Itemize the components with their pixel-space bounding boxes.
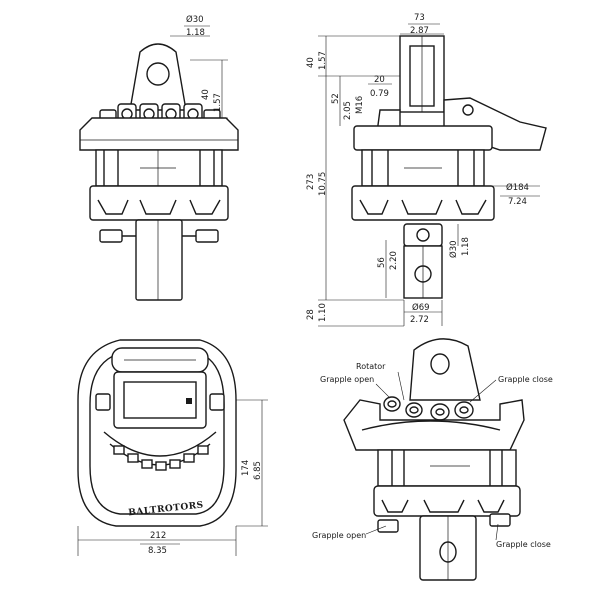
- dim-height-273-mm: 273: [306, 174, 316, 190]
- dim-top-depth-mm: 174: [241, 460, 251, 476]
- dim-top-depth-in: 6.85: [253, 461, 263, 480]
- label-grapple-open-bottom: Grapple open: [312, 531, 366, 540]
- dim-28-mm: 28: [306, 309, 316, 320]
- dim-eye-dia-in: 1.18: [186, 28, 205, 38]
- dim-width-top-mm: 73: [414, 13, 425, 23]
- dim-dia-30-mm: Ø30: [448, 240, 459, 258]
- lower-flange: [89, 185, 229, 221]
- front-view: Ø30 1.18 40 1.57: [79, 14, 239, 301]
- side-top-housing: [353, 125, 493, 151]
- dim-56-in: 2.20: [389, 251, 399, 270]
- dim-dia-30-in: 1.18: [461, 237, 471, 256]
- dim-height-273-in: 10.75: [318, 172, 328, 196]
- dim-eye-height-in: 1.57: [213, 93, 223, 112]
- dim-eye-height-mm: 40: [201, 89, 211, 100]
- thread-m16: M16: [355, 96, 365, 114]
- dim-top-40-mm: 40: [306, 57, 316, 68]
- dim-dia-184-mm: Ø184: [506, 182, 529, 193]
- top-housing: [79, 117, 239, 151]
- mounting-ear: [129, 43, 187, 111]
- iso-body: [377, 449, 517, 487]
- label-grapple-close-bottom: Grapple close: [496, 540, 551, 549]
- dim-dia-69-mm: Ø69: [412, 302, 430, 313]
- tooth-ring: [113, 445, 209, 471]
- shaft: [135, 219, 183, 301]
- iso-fittings: [383, 396, 474, 421]
- label-rotator: Rotator: [356, 362, 386, 371]
- dim-top-40-in: 1.57: [318, 51, 328, 70]
- dim-20-mm: 20: [374, 75, 385, 85]
- label-grapple-open-top: Grapple open: [320, 375, 374, 384]
- side-flange: [351, 185, 495, 221]
- dim-52-mm: 52: [331, 93, 341, 104]
- dim-eye-dia-mm: Ø30: [186, 14, 204, 25]
- dim-width-top-in: 2.87: [410, 26, 429, 36]
- dim-dia-184-in: 7.24: [508, 197, 527, 207]
- dim-dia-69-in: 2.72: [410, 315, 429, 325]
- iso-view: Rotator Grapple open Grapple close Grapp…: [312, 338, 553, 581]
- label-grapple-close-top: Grapple close: [498, 375, 553, 384]
- dim-52-in: 2.05: [343, 101, 353, 120]
- side-view: 73 2.87 40 1.57 273 10.75 52 2.05 M16 20…: [306, 13, 547, 327]
- dim-28-in: 1.10: [318, 303, 328, 322]
- top-view: BALTROTORS 212 8.35 174 6.85: [77, 339, 268, 556]
- dim-top-width-in: 8.35: [148, 546, 167, 556]
- iso-ear: [409, 338, 481, 401]
- side-pivot-block: [403, 223, 443, 247]
- inner-plate: [113, 371, 207, 429]
- side-bolt-left: [99, 229, 123, 243]
- dim-20-in: 0.79: [370, 89, 389, 99]
- dim-top-width-mm: 212: [150, 531, 166, 541]
- dim-56-mm: 56: [377, 257, 387, 268]
- side-bolt-right: [195, 229, 219, 243]
- ear-hole: [146, 62, 170, 86]
